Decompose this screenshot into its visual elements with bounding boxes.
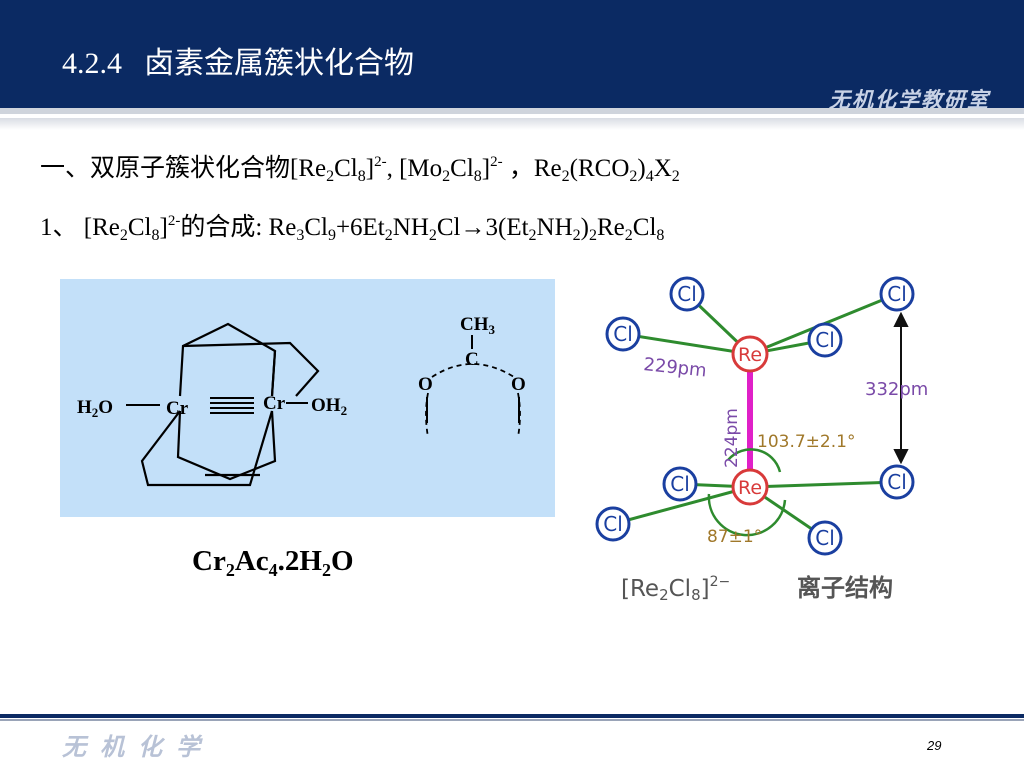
re-label: Re (738, 477, 762, 499)
body-line-1: 一、双原子簇状化合物[Re2Cl8]2-, [Mo2Cl8]2- ，Re2(RC… (40, 154, 680, 185)
cl-atom (879, 276, 915, 312)
cl-atom (605, 316, 641, 352)
re2cl8-svg: Cl Cl Cl Cl Cl Cl Cl Cl Re Re 229pm 224p… (595, 276, 928, 604)
cl-atom (807, 520, 843, 556)
page-number: 29 (927, 738, 942, 753)
re-atoms: Re Re (731, 335, 769, 506)
cl-atoms: Cl Cl Cl Cl Cl Cl Cl Cl (595, 276, 915, 556)
re-atom (731, 335, 769, 373)
cl-label: Cl (887, 470, 907, 494)
cr-atom-right: Cr (263, 393, 286, 414)
cl-label: Cl (677, 282, 697, 306)
cr-acetate-diagram: H2O Cr Cr OH2 CH3 C O O (60, 279, 555, 517)
cl-atom (807, 322, 843, 358)
acetate-oxygen-right: O (511, 374, 526, 395)
cl-angle-label: 87±1° (707, 527, 762, 547)
ligand-bonds (126, 402, 308, 406)
re2cl8-structure: Cl Cl Cl Cl Cl Cl Cl Cl Re Re 229pm 224p… (585, 272, 960, 617)
cl-label: Cl (613, 322, 633, 346)
left-water-ligand: H2O (77, 397, 113, 420)
re-angle-label: 103.7±2.1° (757, 432, 855, 452)
cl-atom (669, 276, 705, 312)
formula-mo2cl8: [Mo2Cl8]2- (399, 154, 503, 185)
cl-label: Cl (815, 526, 835, 550)
cl-cl-distance: 332pm (865, 379, 928, 400)
footer-divider-thin (0, 719, 1024, 721)
formula-re2cl8: [Re2Cl8]2- (83, 213, 181, 244)
header-divider-shadow (0, 118, 1024, 130)
cr-atom-left: Cr (166, 398, 189, 419)
formula-re2cl8: [Re2Cl8]2- (290, 154, 387, 185)
cl-atom (595, 506, 631, 542)
re-label: Re (738, 344, 762, 366)
slide-title: 4.2.4 卤素金属簇状化合物 (62, 38, 414, 82)
footer-brand: 无机化学 (62, 733, 214, 761)
body-line-2: 1、 [Re2Cl8]2-的合成: Re3Cl9+6Et2NH2Cl→3(Et2… (40, 213, 665, 244)
quadruple-bond (210, 397, 254, 414)
footer-divider (0, 714, 1024, 718)
cr-acetate-svg: H2O Cr Cr OH2 CH3 C O O (77, 314, 526, 487)
acetate-carbon: C (465, 349, 479, 370)
cage-lines (140, 322, 320, 487)
right-water-ligand: OH2 (311, 395, 347, 418)
diagram-caption: Cr2Ac4.2H2O (192, 545, 354, 580)
structure-title-text: 离子结构 (797, 574, 893, 602)
acetate-ligand: CH3 C O O (418, 314, 526, 438)
acetate-oxygen-left: O (418, 374, 433, 395)
cl-cl-distance-arrow (893, 311, 909, 465)
cl-atom (662, 466, 698, 502)
cl-re-distance: 229pm (642, 354, 707, 382)
structure-title: [Re2Cl8]2− 离子结构 (621, 574, 893, 604)
cl-label: Cl (815, 328, 835, 352)
section-number: 4.2.4 (62, 47, 122, 80)
structure-title-formula: [Re2Cl8]2− (621, 574, 730, 604)
cl-label: Cl (670, 472, 690, 496)
reaction-equation: Re3Cl9+6Et2NH2Cl→3(Et2NH2)2Re2Cl8 (268, 214, 665, 244)
re-atom (731, 468, 769, 506)
angle-arc-cl (707, 493, 787, 537)
cl-label: Cl (603, 512, 623, 536)
section-title: 卤素金属簇状化合物 (144, 47, 414, 80)
acetate-ch3: CH3 (460, 314, 496, 337)
cl-label: Cl (887, 282, 907, 306)
cl-atom (879, 464, 915, 500)
header-divider (0, 108, 1024, 114)
re-re-distance: 224pm (722, 408, 742, 468)
formula-re2rco2: Re2(RCO2)4X2 (533, 155, 680, 185)
angle-arc-re (727, 448, 782, 473)
